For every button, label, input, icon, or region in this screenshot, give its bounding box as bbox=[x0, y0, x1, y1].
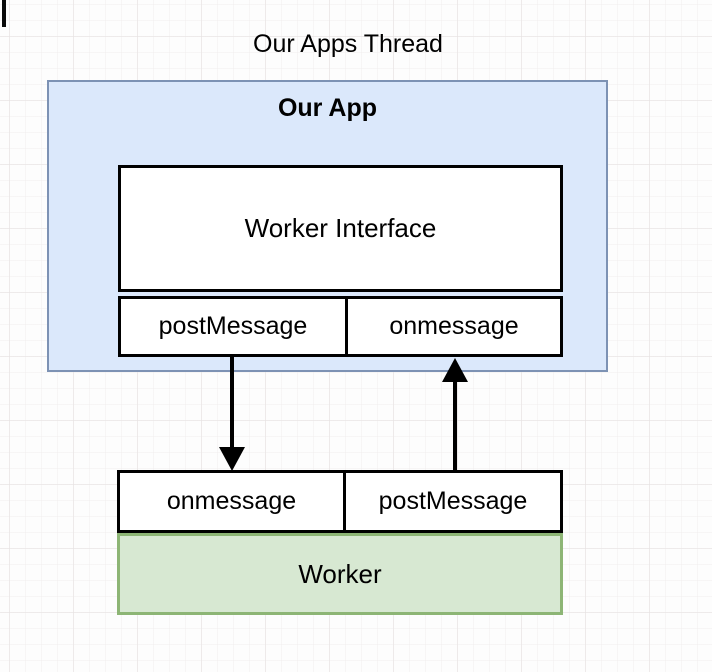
app-postmessage-cell: postMessage bbox=[121, 299, 348, 354]
app-postmessage-label: postMessage bbox=[158, 312, 308, 340]
worker-postmessage-label: postMessage bbox=[378, 487, 528, 515]
screen-edge-mark bbox=[2, 0, 6, 27]
worker-box: Worker bbox=[117, 533, 563, 615]
app-onmessage-label: onmessage bbox=[389, 312, 519, 340]
worker-interface-label: Worker Interface bbox=[244, 213, 437, 243]
worker-port-row: onmessage postMessage bbox=[117, 470, 563, 533]
worker-onmessage-cell: onmessage bbox=[120, 473, 346, 530]
diagram-title: Our Apps Thread bbox=[253, 30, 443, 58]
worker-label: Worker bbox=[298, 558, 382, 589]
worker-onmessage-label: onmessage bbox=[166, 487, 297, 515]
worker-postmessage-cell: postMessage bbox=[346, 473, 560, 530]
down-arrow bbox=[219, 357, 245, 471]
app-port-row: postMessage onmessage bbox=[118, 296, 563, 357]
our-app-label: Our App bbox=[277, 94, 378, 122]
up-arrow bbox=[442, 358, 468, 470]
worker-interface-box: Worker Interface bbox=[118, 165, 563, 292]
app-onmessage-cell: onmessage bbox=[348, 299, 560, 354]
